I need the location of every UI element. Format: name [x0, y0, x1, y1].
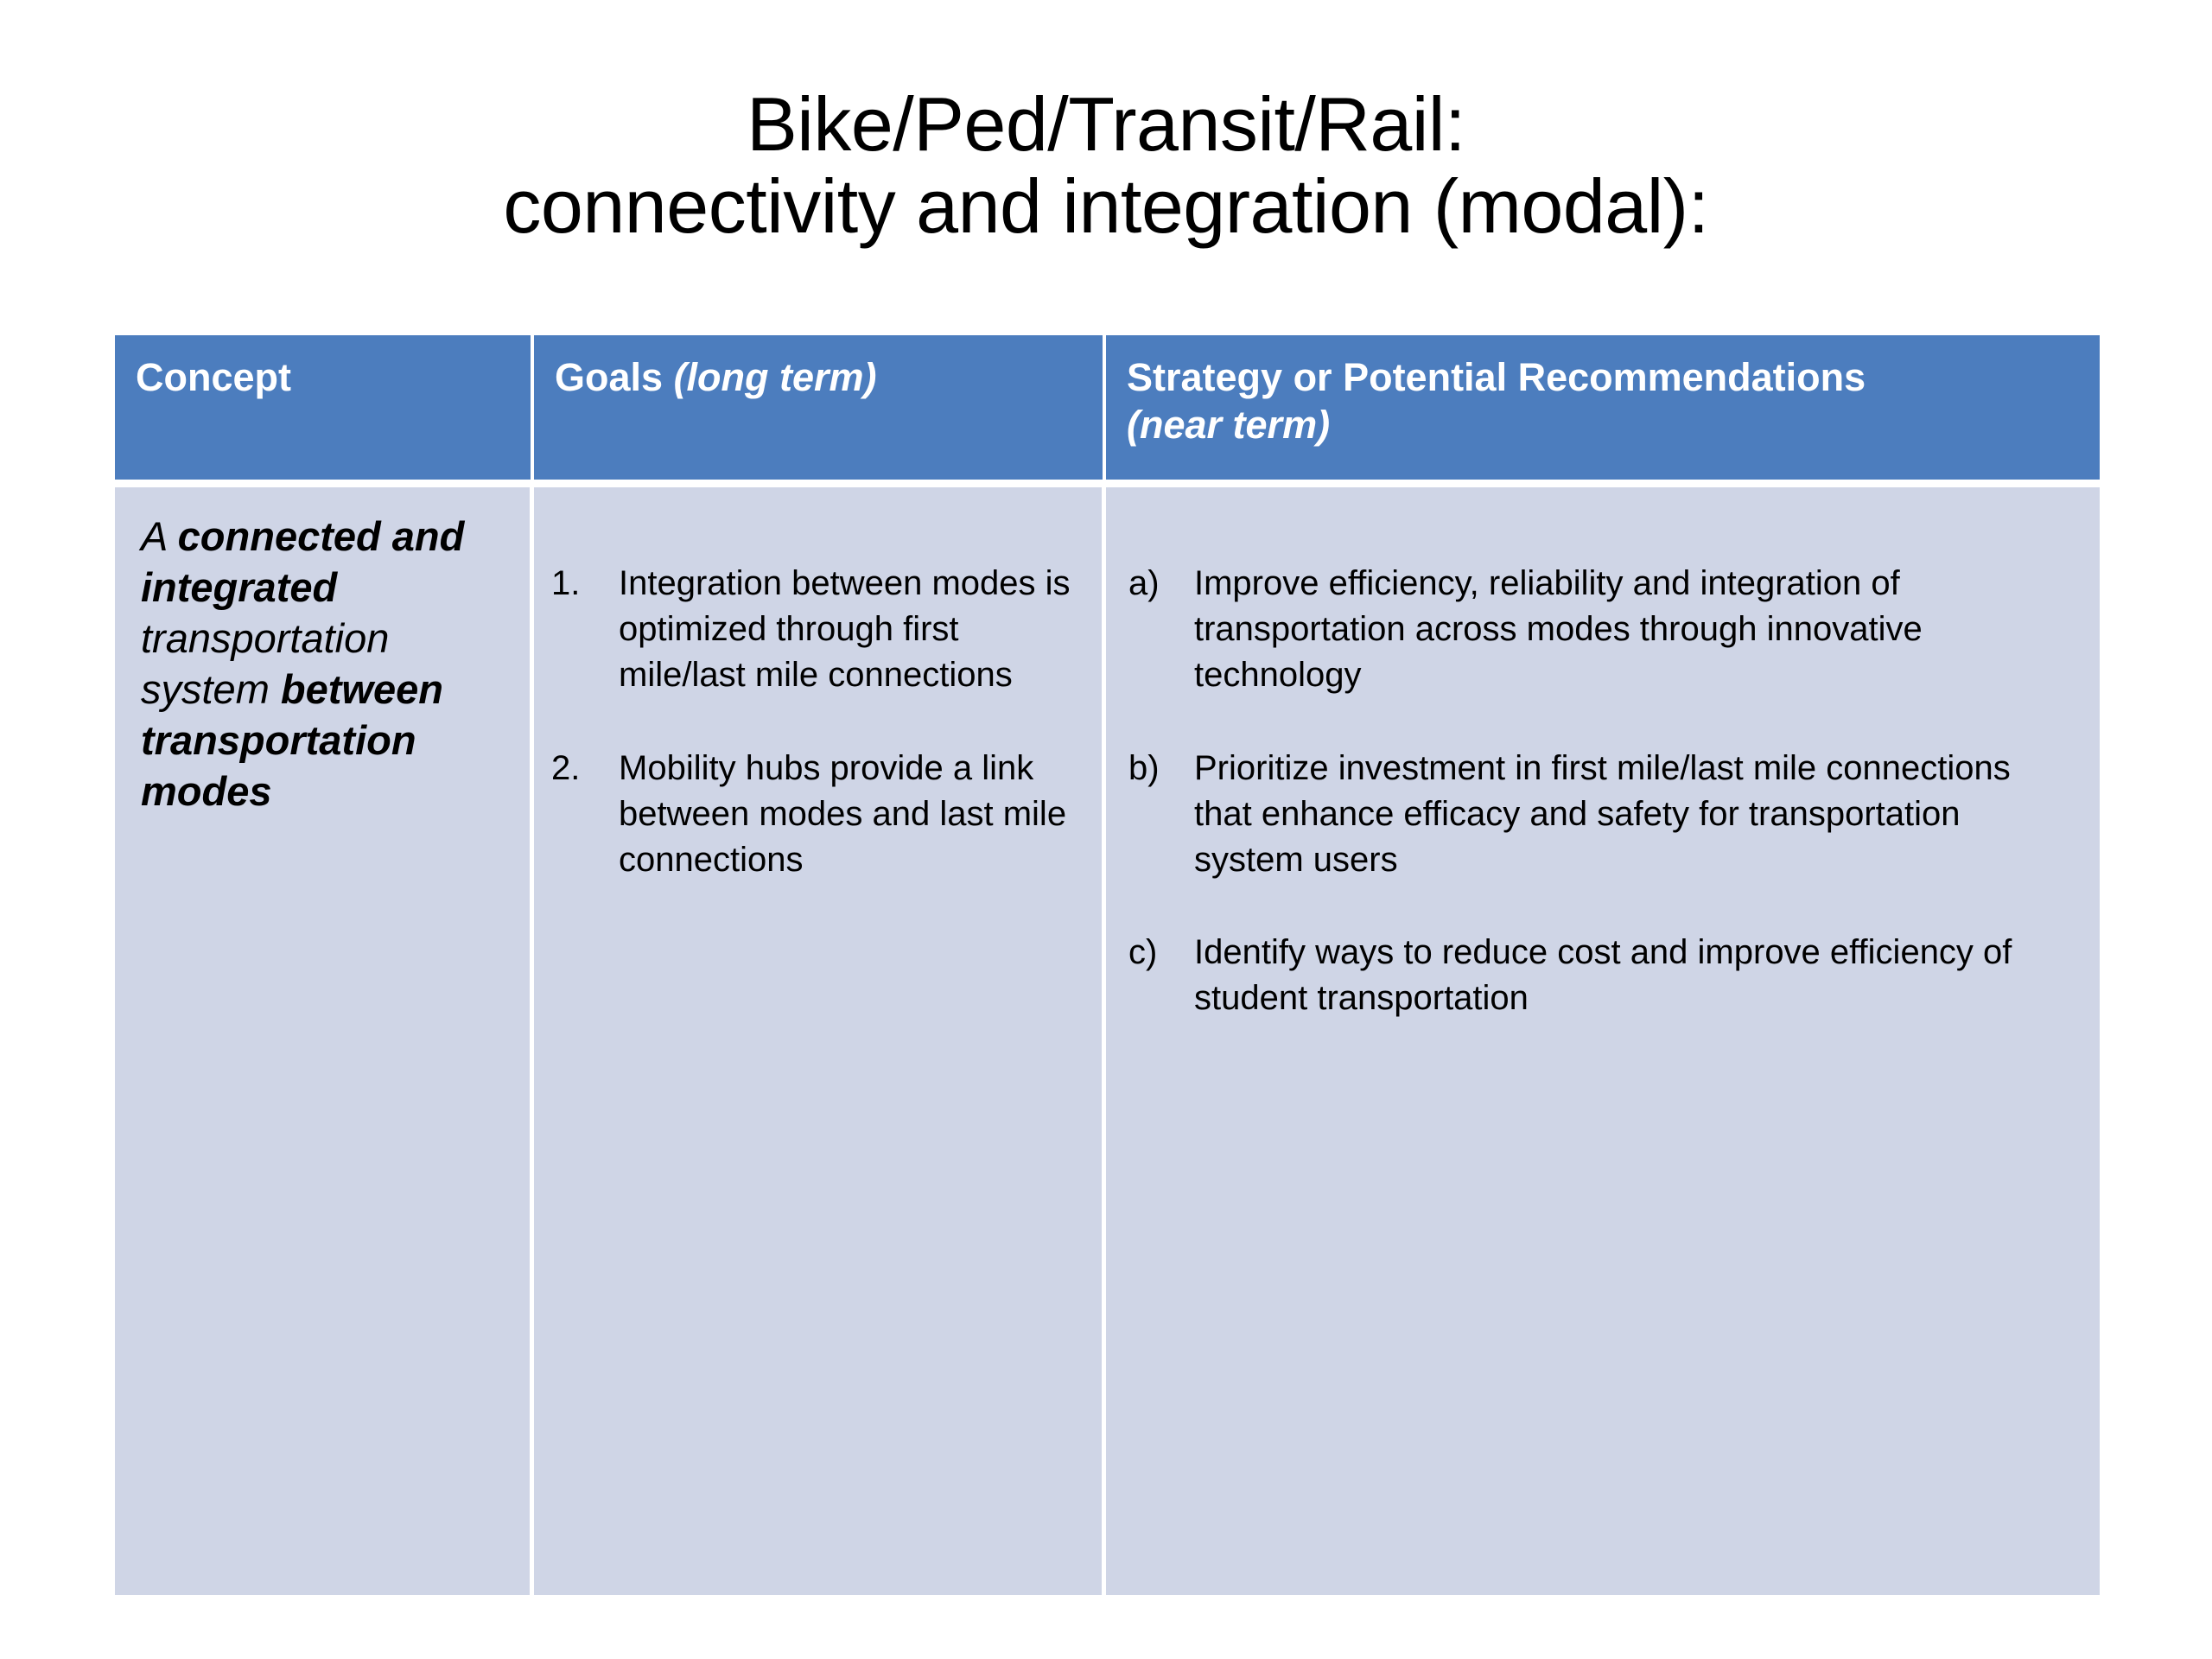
cell-goals: 1. Integration between modes is optimize…: [534, 487, 1106, 1595]
list-item: 1. Integration between modes is optimize…: [551, 561, 1072, 699]
concept-statement: A connected and integrated transportatio…: [115, 487, 530, 817]
table-row: A connected and integrated transportatio…: [115, 487, 2100, 1595]
concept-segment-1: A: [141, 513, 178, 559]
header-body-gap: [115, 480, 2100, 487]
column-header-strategy-label: Strategy or Potential Recommendations: [1127, 355, 1866, 399]
list-item: b) Prioritize investment in first mile/l…: [1128, 746, 2065, 884]
list-item: a) Improve efficiency, reliability and i…: [1128, 561, 2065, 699]
list-item: 2. Mobility hubs provide a link between …: [551, 746, 1072, 884]
concept-segment-4: between transportation modes: [141, 665, 443, 814]
strategy-item-text-c: Identify ways to reduce cost and improve…: [1194, 933, 2012, 1018]
data-table: Concept Goals (long term) Strategy or Po…: [115, 335, 2100, 1595]
strategy-item-marker-c: c): [1128, 933, 1158, 972]
strategy-item-marker-a: a): [1128, 564, 1160, 602]
strategy-item-text-a: Improve efficiency, reliability and inte…: [1194, 564, 1923, 695]
column-header-strategy: Strategy or Potential Recommendations (n…: [1106, 335, 2100, 480]
goals-item-text-1: Integration between modes is optimized t…: [619, 564, 1071, 695]
concept-segment-2: connected and integrated: [141, 513, 465, 610]
page-title: Bike/Ped/Transit/Rail: connectivity and …: [0, 83, 2212, 247]
goals-list: 1. Integration between modes is optimize…: [534, 487, 1102, 883]
column-header-concept-label: Concept: [136, 355, 291, 399]
column-header-goals-label: Goals: [555, 355, 674, 399]
column-header-goals: Goals (long term): [534, 335, 1106, 480]
goals-item-marker-2: 2.: [551, 748, 581, 787]
strategy-item-marker-b: b): [1128, 748, 1160, 787]
column-header-strategy-qualifier: (near term): [1127, 402, 1331, 447]
goals-item-marker-1: 1.: [551, 564, 581, 602]
concept-goals-strategy-table: Concept Goals (long term) Strategy or Po…: [115, 335, 2100, 1595]
cell-strategy: a) Improve efficiency, reliability and i…: [1106, 487, 2100, 1595]
cell-concept: A connected and integrated transportatio…: [115, 487, 534, 1595]
page-title-line-1: Bike/Ped/Transit/Rail:: [747, 81, 1465, 167]
strategies-list: a) Improve efficiency, reliability and i…: [1106, 487, 2100, 1022]
strategy-item-text-b: Prioritize investment in first mile/last…: [1194, 748, 2011, 879]
column-header-concept: Concept: [115, 335, 534, 480]
concept-segment-3: transportation system: [141, 614, 390, 712]
table-header-row: Concept Goals (long term) Strategy or Po…: [115, 335, 2100, 480]
goals-item-text-2: Mobility hubs provide a link between mod…: [619, 748, 1067, 879]
column-header-goals-qualifier: (long term): [673, 355, 877, 399]
page-title-line-2: connectivity and integration (modal):: [503, 163, 1709, 250]
list-item: c) Identify ways to reduce cost and impr…: [1128, 930, 2065, 1021]
